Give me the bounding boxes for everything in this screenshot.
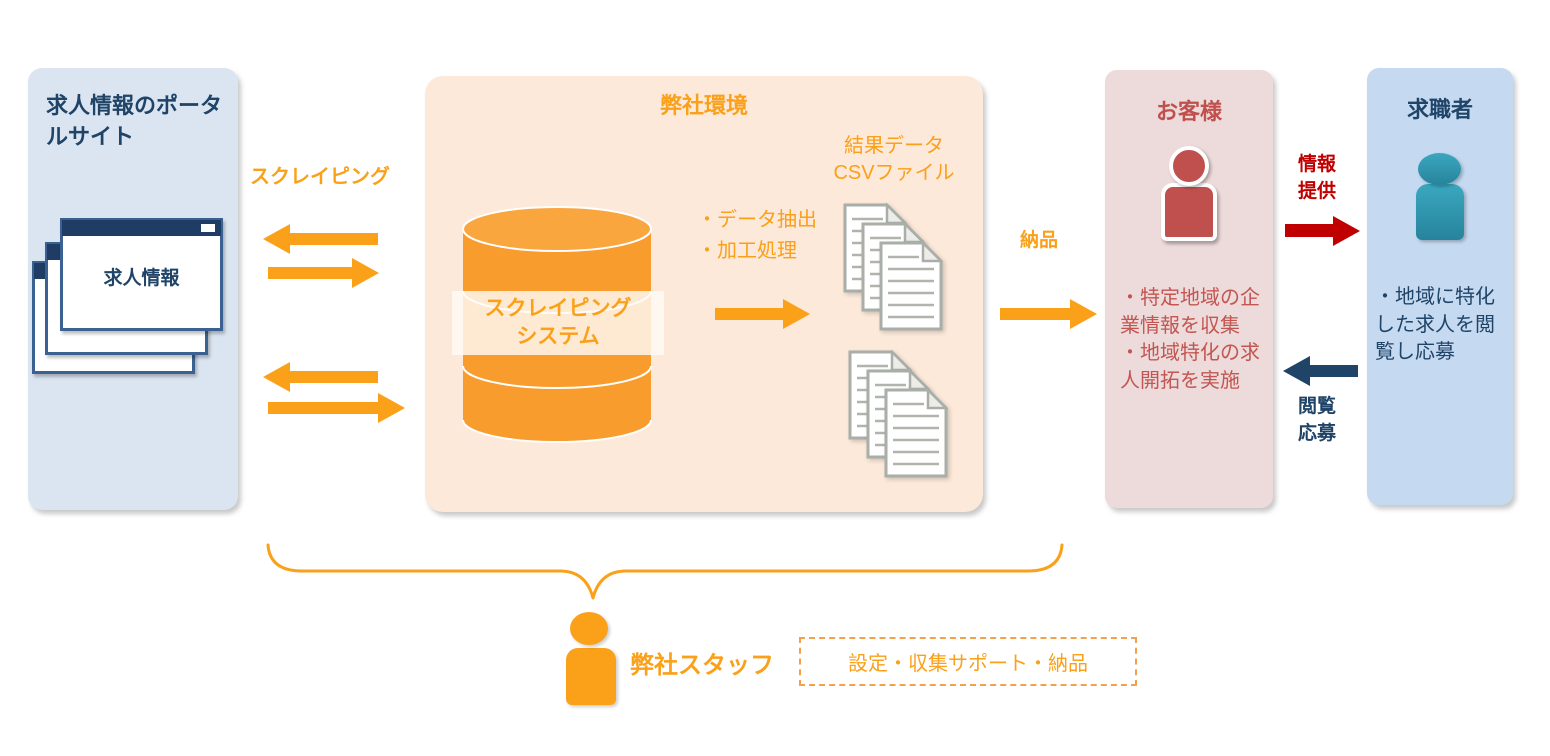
view-apply-label: 閲覧 応募: [1298, 396, 1337, 444]
support-scope-box: 設定・収集サポート・納品: [799, 637, 1137, 686]
customer-panel: お客様 ・特定地域の企業情報を収集 ・地域特化の求人開拓を実施: [1105, 70, 1273, 508]
scraping-system-label: スクレイピング システム: [452, 291, 664, 355]
scraping-label: スクレイピング: [250, 166, 390, 188]
staff-person-icon: [566, 612, 616, 706]
job-info-window-label: 求人情報: [103, 268, 180, 289]
customer-title: お客様: [1155, 99, 1222, 124]
csv-documents-top-icon: [843, 203, 947, 331]
window-titlebar: [62, 220, 221, 236]
scraping-arrow-left-1-icon: [290, 233, 378, 245]
view-apply-arrow-icon: [1310, 365, 1358, 377]
portal-site-panel: 求人情報のポータルサイト 求人情報: [28, 68, 238, 510]
delivery-arrow-icon: [1000, 308, 1070, 320]
info-provision-label: 情報 提供: [1298, 154, 1337, 202]
browser-window-front-icon: 求人情報: [60, 218, 223, 331]
scraping-arrow-left-2-icon: [290, 371, 378, 383]
delivery-label: 納品: [1020, 230, 1059, 251]
csv-documents-bottom-icon: [848, 350, 952, 478]
customer-bullet: ・特定地域の企業情報を収集: [1120, 287, 1260, 337]
info-provision-arrow-icon: [1285, 224, 1333, 237]
customer-person-icon: [1151, 146, 1227, 246]
customer-bullets: ・特定地域の企業情報を収集 ・地域特化の求人開拓を実施: [1120, 285, 1260, 395]
result-data-label: 結果データ CSVファイル: [833, 135, 955, 184]
company-environment-title: 弊社環境: [659, 93, 748, 118]
job-seeker-panel: 求職者 ・地域に特化した求人を閲覧し応募: [1367, 68, 1513, 505]
brace-icon: [266, 543, 1064, 600]
process-arrow-icon: [715, 308, 783, 320]
scraping-arrow-right-2-icon: [268, 402, 378, 414]
window-button-icon: [201, 224, 215, 232]
portal-site-title: 求人情報のポータルサイト: [46, 93, 223, 150]
job-seeker-title: 求職者: [1406, 97, 1473, 122]
customer-bullet: ・地域特化の求人開拓を実施: [1120, 342, 1260, 392]
support-scope-label: 設定・収集サポート・納品: [848, 653, 1088, 675]
seeker-bullet: ・地域に特化した求人を閲覧し応募: [1375, 286, 1495, 364]
process-step: ・データ抽出: [697, 209, 817, 231]
staff-label: 弊社スタッフ: [630, 652, 774, 679]
seeker-person-icon: [1409, 153, 1471, 243]
document-icon: [879, 241, 943, 331]
process-step: ・加工処理: [697, 240, 797, 262]
scraping-arrow-right-1-icon: [268, 267, 352, 279]
document-icon: [884, 388, 948, 478]
process-steps: ・データ抽出 ・加工処理: [697, 205, 817, 267]
